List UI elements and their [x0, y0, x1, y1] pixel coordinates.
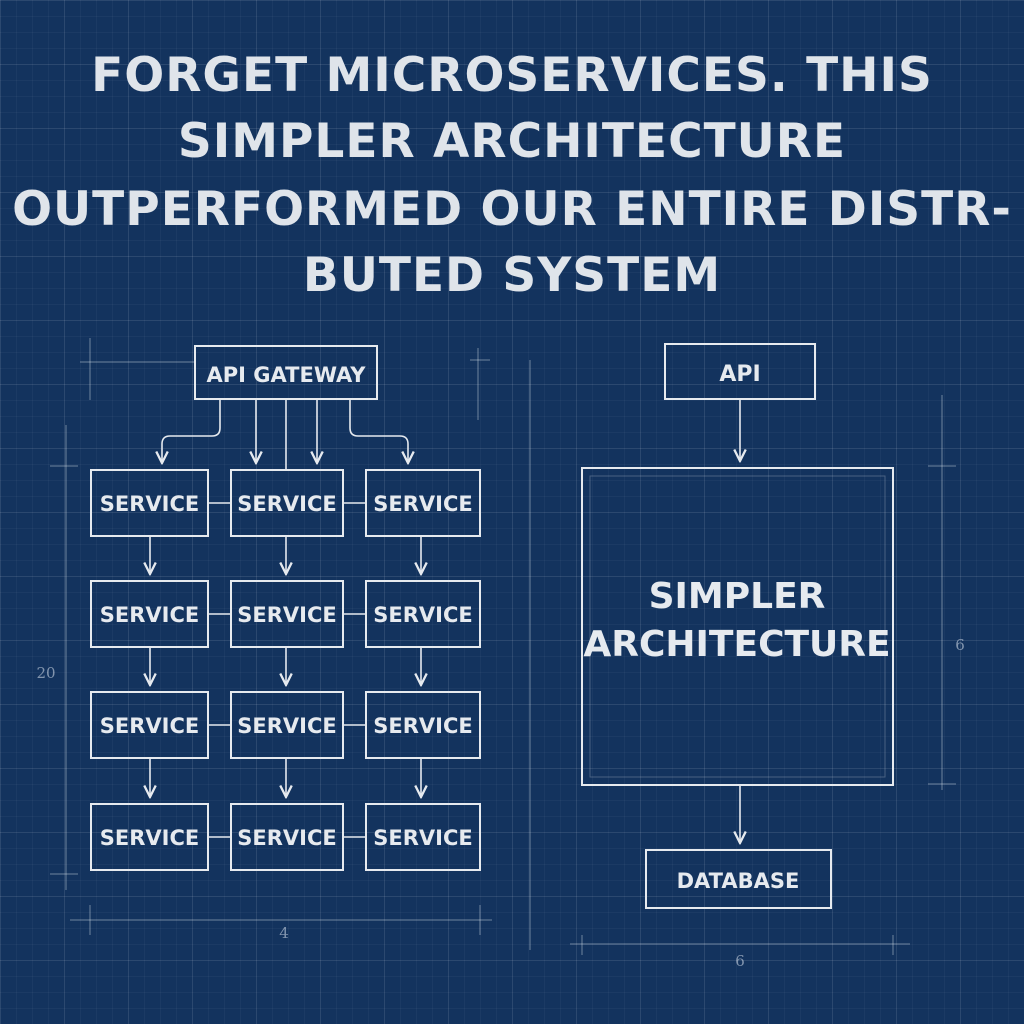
core-label-line1: SIMPLER [649, 576, 826, 617]
construction-lines [50, 338, 531, 950]
dimension-label-side-right: 6 [955, 636, 965, 654]
dimension-label-bottom: 4 [279, 924, 289, 942]
service-box: SERVICE [90, 803, 209, 871]
api-label: API [719, 362, 760, 387]
service-box: SERVICE [365, 469, 481, 537]
service-box: SERVICE [365, 691, 481, 759]
simple-architecture-diagram: 6 6 API SIMPLER ARCHITECTURE DATABASE [570, 343, 965, 970]
title-line-1: FORGET MICROSERVICES. THIS [91, 48, 933, 103]
api-gateway-box: API GATEWAY [194, 345, 378, 400]
service-label: SERVICE [373, 603, 472, 627]
title-line-4: BUTED SYSTEM [302, 248, 722, 303]
construction-lines-right [570, 395, 956, 955]
service-label: SERVICE [237, 492, 336, 516]
api-box: API [664, 343, 816, 400]
dimension-label-bottom-right: 6 [735, 952, 745, 970]
service-grid: SERVICE SERVICE SERVICE SERVICE SERVICE SERVI… [90, 469, 481, 871]
service-box: SERVICE [230, 469, 344, 537]
service-box: SERVICE [230, 803, 344, 871]
service-label: SERVICE [237, 603, 336, 627]
service-label: SERVICE [100, 826, 199, 850]
dimension-label-side: 20 [36, 664, 55, 682]
gateway-connectors [162, 399, 408, 470]
service-box: SERVICE [365, 803, 481, 871]
title-line-3: OUTPERFORMED OUR ENTIRE DISTR- [12, 182, 1012, 237]
service-label: SERVICE [237, 826, 336, 850]
service-box: SERVICE [90, 469, 209, 537]
database-box: DATABASE [645, 849, 832, 909]
service-label: SERVICE [100, 714, 199, 738]
service-box: SERVICE [90, 580, 209, 648]
service-label: SERVICE [373, 714, 472, 738]
title-line-2: SIMPLER ARCHITECTURE [177, 114, 847, 169]
core-label-line2: ARCHITECTURE [583, 624, 890, 665]
database-label: DATABASE [677, 869, 800, 893]
service-box: SERVICE [230, 580, 344, 648]
service-box: SERVICE [230, 691, 344, 759]
simpler-architecture-box: SIMPLER ARCHITECTURE [581, 467, 894, 786]
service-label: SERVICE [237, 714, 336, 738]
service-label: SERVICE [100, 492, 199, 516]
api-gateway-label: API GATEWAY [207, 363, 367, 387]
service-box: SERVICE [90, 691, 209, 759]
service-label: SERVICE [373, 492, 472, 516]
service-label: SERVICE [100, 603, 199, 627]
service-box: SERVICE [365, 580, 481, 648]
service-label: SERVICE [373, 826, 472, 850]
